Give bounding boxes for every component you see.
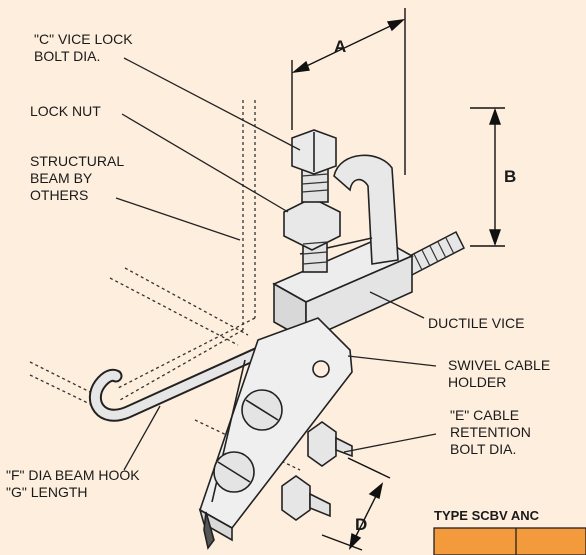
callout-cable-retention: "E" CABLE RETENTION BOLT DIA. — [450, 407, 531, 457]
callout-beam-hook: "F" DIA BEAM HOOK "G" LENGTH — [6, 467, 140, 500]
table-title: TYPE SCBV ANC — [434, 508, 540, 523]
swivel-cable-holder — [198, 317, 353, 550]
dimension-a — [291, 8, 406, 175]
label-beam-line3: OTHERS — [30, 187, 88, 203]
dimension-b-label: B — [504, 167, 516, 186]
label-f-line1: "F" DIA BEAM HOOK — [6, 467, 140, 483]
structural-beam — [29, 100, 301, 471]
label-e-line2: RETENTION — [450, 424, 531, 440]
dimension-b — [470, 107, 505, 247]
label-ductile-vice: DUCTILE VICE — [428, 315, 524, 331]
label-e-line1: "E" CABLE — [450, 407, 519, 423]
label-lock-nut: LOCK NUT — [30, 103, 101, 119]
dimension-d — [321, 457, 391, 551]
threaded-rod — [396, 230, 466, 280]
leader-lines — [115, 57, 437, 471]
callout-swivel-cable-holder: SWIVEL CABLE HOLDER — [448, 357, 550, 390]
callout-c-vice-lock: "C" VICE LOCK BOLT DIA. — [34, 31, 133, 64]
dimension-d-label: D — [355, 515, 367, 534]
dimension-a-label: A — [334, 37, 346, 56]
vice-lock-bolt — [283, 129, 341, 273]
label-c-vice-lock-line1: "C" VICE LOCK — [34, 31, 133, 47]
label-f-line2: "G" LENGTH — [6, 484, 88, 500]
cable-retention-bolts — [281, 421, 353, 521]
callout-structural-beam: STRUCTURAL BEAM BY OTHERS — [30, 153, 124, 203]
label-e-line3: BOLT DIA. — [450, 441, 516, 457]
label-swivel-line2: HOLDER — [448, 374, 506, 390]
label-c-vice-lock-line2: BOLT DIA. — [34, 48, 100, 64]
ductile-vice — [272, 154, 414, 342]
label-beam-line1: STRUCTURAL — [30, 153, 124, 169]
table-header — [433, 527, 586, 555]
label-beam-line2: BEAM BY — [30, 170, 93, 186]
label-swivel-line1: SWIVEL CABLE — [448, 357, 550, 373]
